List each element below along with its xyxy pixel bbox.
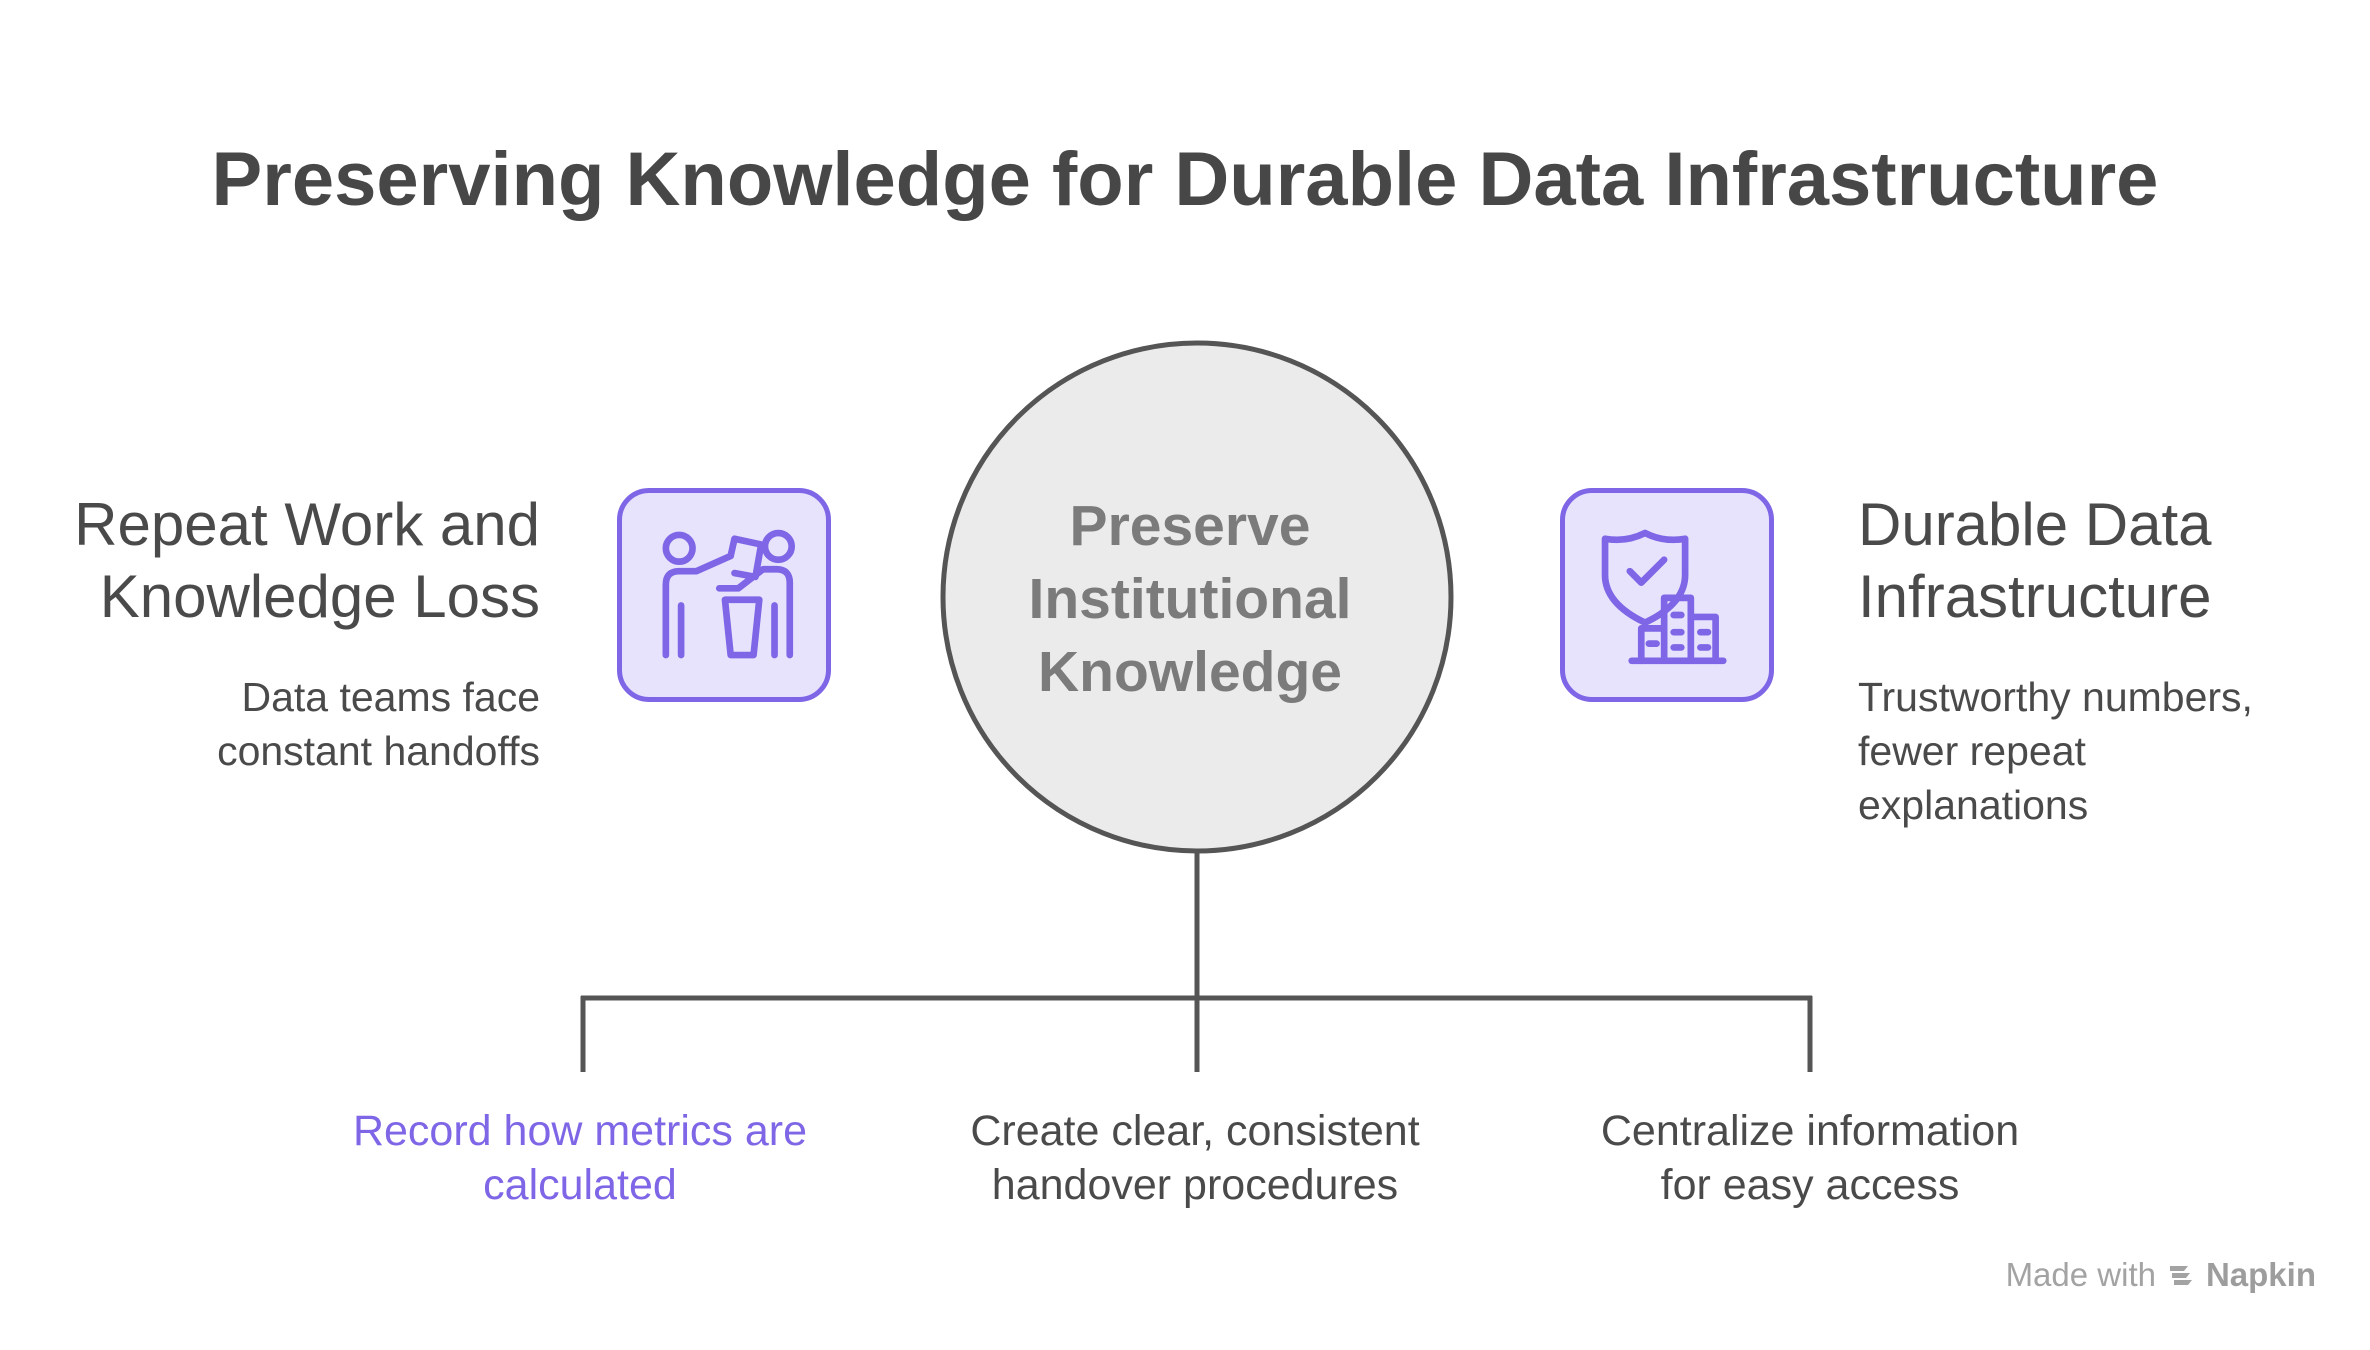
branch-line-text: for easy access: [1660, 1161, 1960, 1209]
right-desc-line: Trustworthy numbers,: [1858, 674, 2253, 720]
left-title-line: Knowledge Loss: [99, 563, 540, 630]
right-title: Durable Data Infrastructure: [1858, 489, 2212, 633]
branch-item-centralize: Centralize information for easy access: [1530, 1104, 2090, 1212]
left-icon-box: [617, 488, 831, 702]
branch-line-text: handover procedures: [991, 1161, 1399, 1209]
right-title-line: Infrastructure: [1858, 563, 2212, 630]
footer-brand: Napkin: [2205, 1256, 2316, 1293]
shield-building-icon: [1601, 529, 1727, 665]
right-description: Trustworthy numbers, fewer repeat explan…: [1858, 670, 2253, 832]
right-icon-box: [1560, 488, 1774, 702]
branch-line-text: calculated: [483, 1161, 677, 1209]
branch-item-handover: Create clear, consistent handover proced…: [915, 1104, 1475, 1212]
made-with-napkin[interactable]: Made with Napkin: [2006, 1256, 2316, 1294]
left-description: Data teams face constant handoffs: [217, 670, 540, 778]
branch-line-text: Create clear, consistent: [970, 1107, 1420, 1155]
left-desc-line: Data teams face: [241, 674, 540, 720]
right-desc-line: fewer repeat: [1858, 728, 2086, 774]
branch-line-text: Centralize information: [1600, 1107, 2020, 1155]
handoff-people-icon: [662, 529, 796, 659]
left-title: Repeat Work and Knowledge Loss: [74, 489, 540, 633]
center-label: Preserve Institutional Knowledge: [940, 490, 1440, 709]
napkin-logo-icon: [2169, 1266, 2192, 1285]
branch-item-record-metrics: Record how metrics are calculated: [300, 1104, 860, 1212]
center-line: Knowledge: [1037, 640, 1342, 704]
center-line: Institutional: [1028, 567, 1352, 631]
right-desc-line: explanations: [1858, 782, 2089, 828]
right-title-line: Durable Data: [1858, 491, 2212, 558]
center-line: Preserve: [1069, 494, 1311, 558]
footer-prefix: Made with: [2005, 1256, 2156, 1293]
page-title: Preserving Knowledge for Durable Data In…: [211, 137, 2159, 222]
left-desc-line: constant handoffs: [217, 728, 540, 774]
left-title-line: Repeat Work and: [74, 491, 540, 558]
branch-line-text: Record how metrics are: [352, 1107, 808, 1155]
